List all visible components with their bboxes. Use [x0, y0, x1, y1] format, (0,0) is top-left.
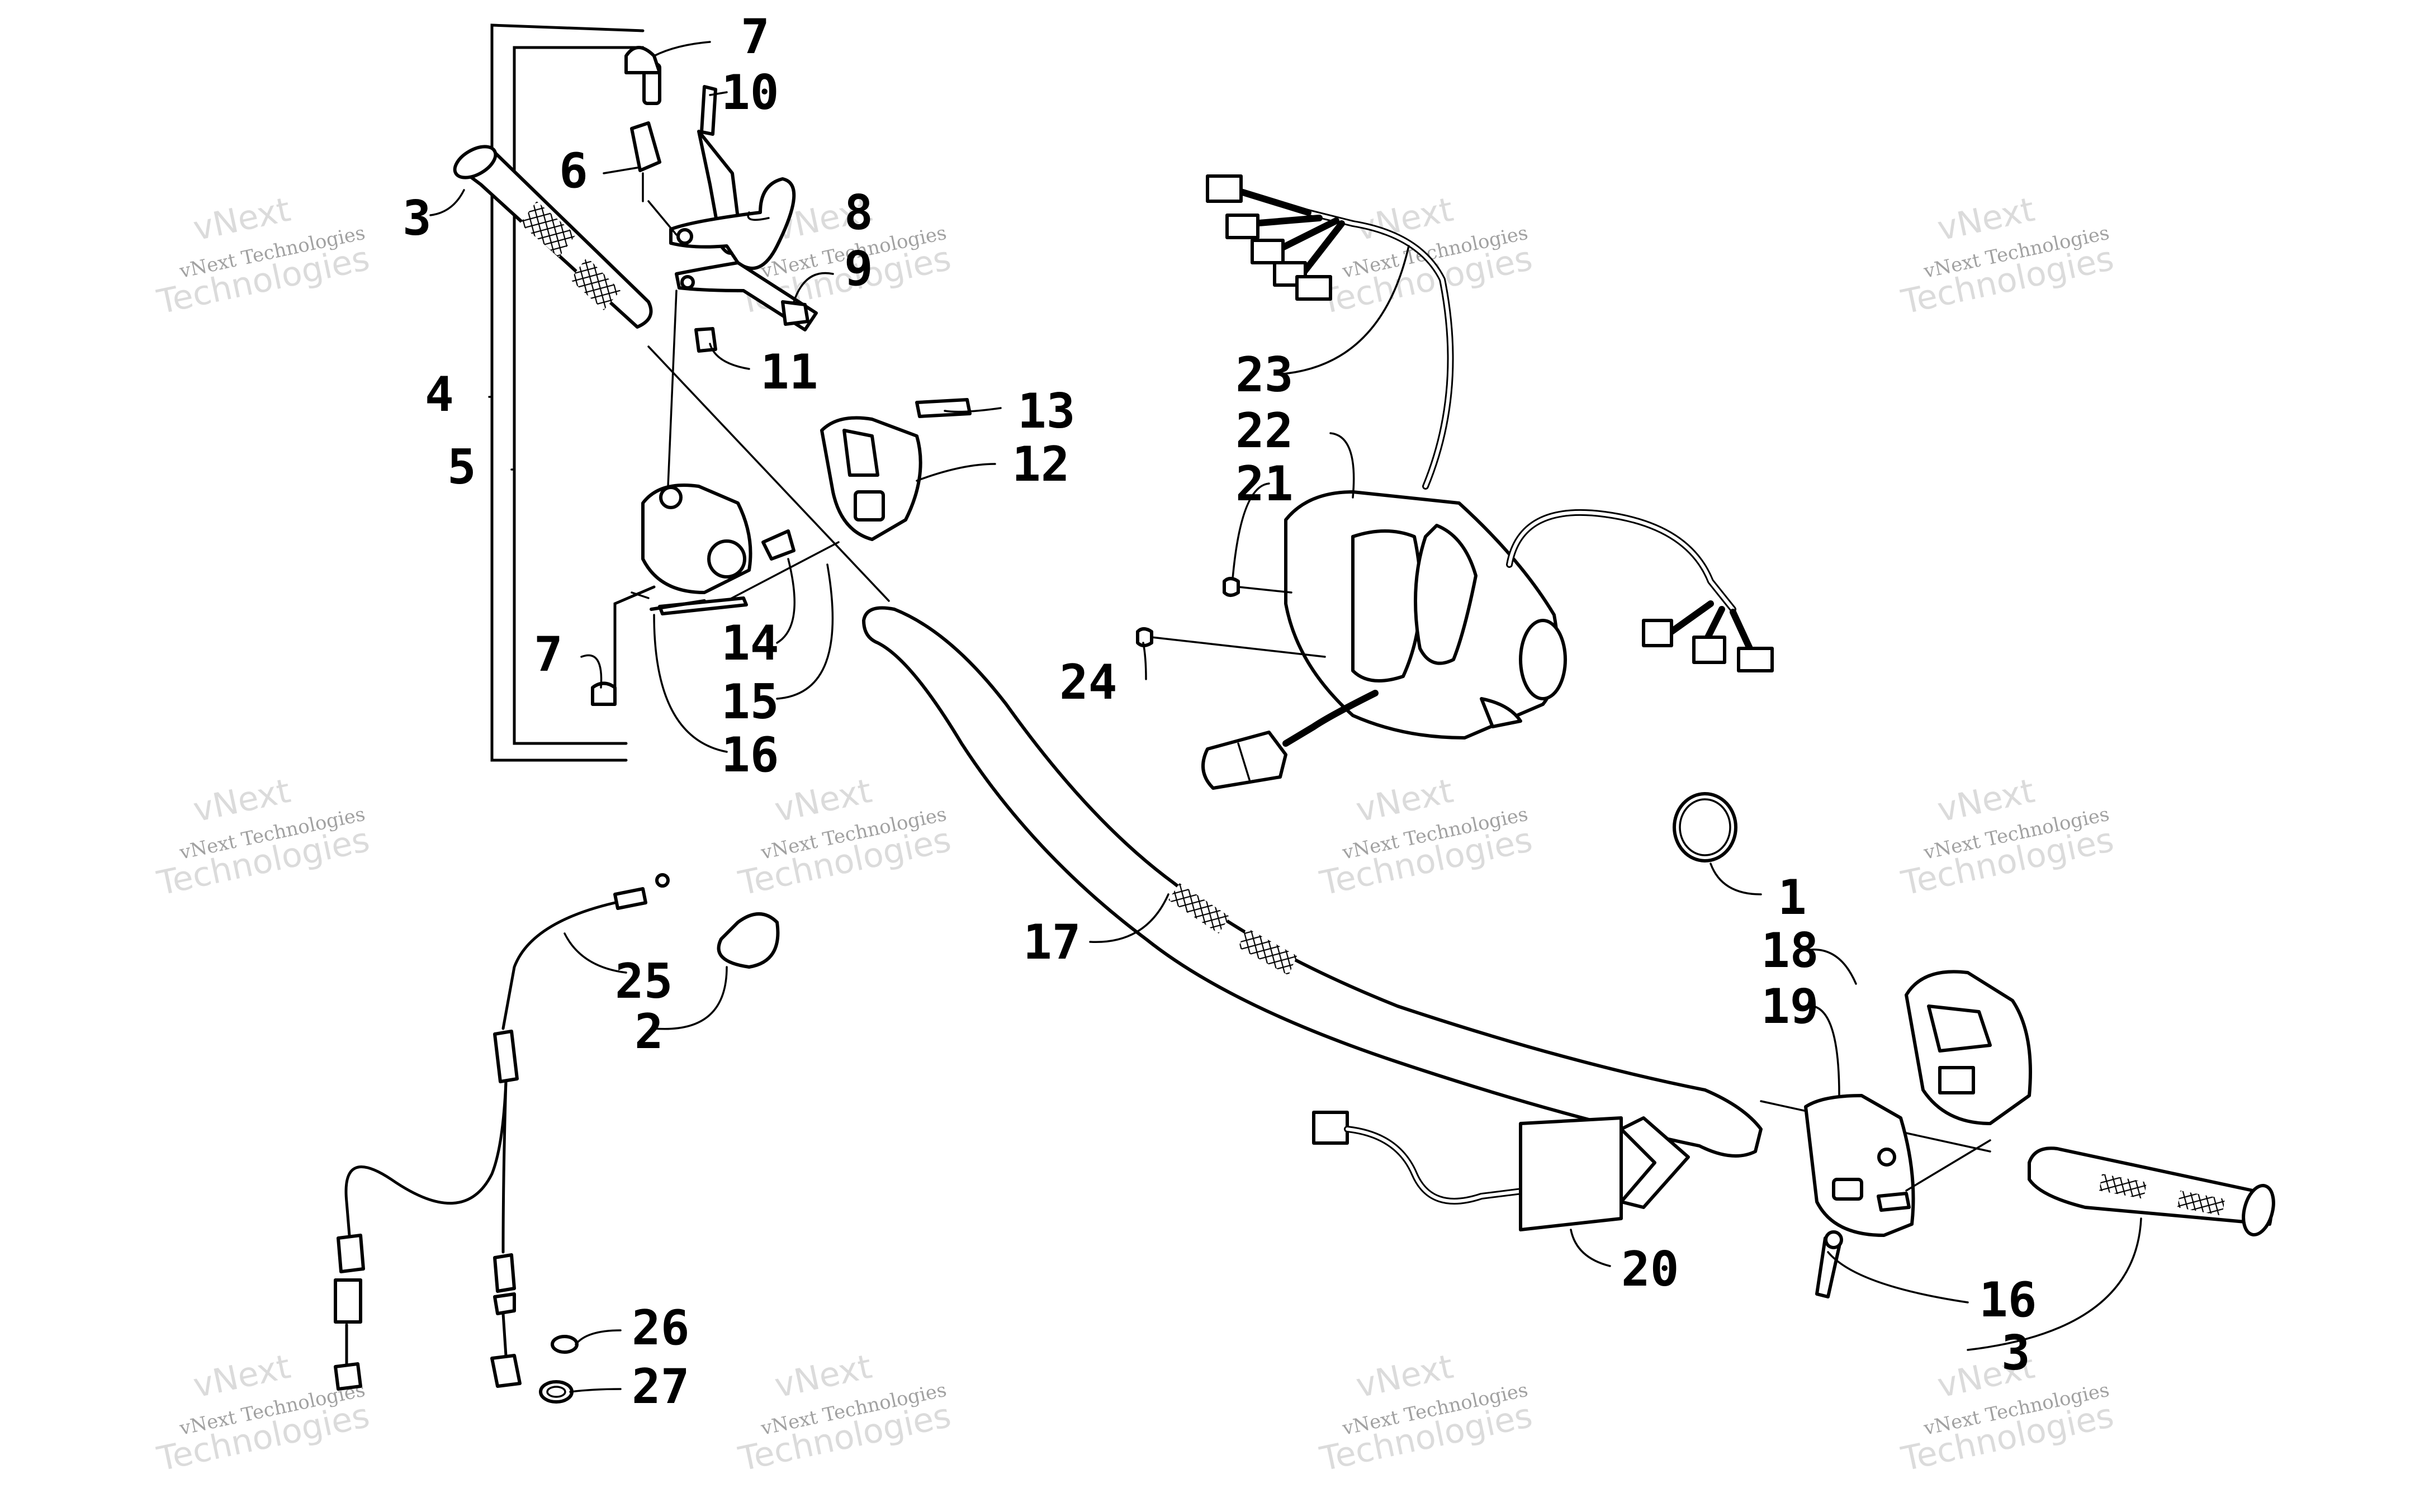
callout-23: 23	[1235, 347, 1294, 403]
callout-5: 5	[447, 439, 476, 495]
throttle-cable	[334, 873, 780, 1404]
handlebar-pod-harness	[1136, 174, 1774, 790]
callout-13: 13	[1017, 383, 1076, 439]
callout-10: 10	[721, 65, 779, 121]
callout-9: 9	[844, 241, 873, 297]
callout-8: 8	[844, 185, 873, 241]
left-fasteners	[591, 599, 706, 706]
callout-3-right: 3	[2001, 1325, 2030, 1381]
callout-2: 2	[634, 1004, 664, 1060]
snap-ring-right	[1673, 792, 1737, 862]
leader-lines	[429, 41, 2142, 1393]
callout-4: 4	[425, 367, 454, 423]
callout-24: 24	[1059, 655, 1117, 710]
callout-22: 22	[1235, 403, 1294, 459]
callout-20: 20	[1621, 1241, 1679, 1297]
callout-16-right: 16	[1979, 1272, 2037, 1328]
callout-14: 14	[721, 615, 779, 671]
callout-15: 15	[721, 674, 779, 730]
throttle-harness	[1312, 1111, 1690, 1231]
callout-12: 12	[1012, 437, 1070, 492]
callout-labels: 7 10 6 3 8 9 4 11 13 5 12 7 14 15 16 23 …	[402, 9, 2037, 1415]
callout-17: 17	[1023, 914, 1081, 970]
callout-1: 1	[1778, 870, 1807, 926]
callout-25: 25	[615, 954, 673, 1009]
left-switch-housing	[613, 398, 972, 695]
brake-assembly-bracket	[490, 23, 645, 762]
callout-7-bottom: 7	[534, 627, 563, 682]
callout-27: 27	[632, 1359, 690, 1415]
right-switch-housing	[1804, 970, 2275, 1298]
callout-21: 21	[1235, 456, 1294, 512]
callout-3-left: 3	[402, 191, 432, 247]
callout-7-top: 7	[741, 9, 770, 65]
callout-26: 26	[632, 1300, 690, 1356]
handlebar	[647, 345, 1991, 1158]
callout-11: 11	[760, 344, 818, 400]
callout-6: 6	[559, 143, 588, 199]
callout-19: 19	[1761, 979, 1819, 1035]
callout-16-left: 16	[721, 727, 779, 783]
left-grip	[453, 145, 653, 329]
callout-18: 18	[1761, 923, 1819, 979]
